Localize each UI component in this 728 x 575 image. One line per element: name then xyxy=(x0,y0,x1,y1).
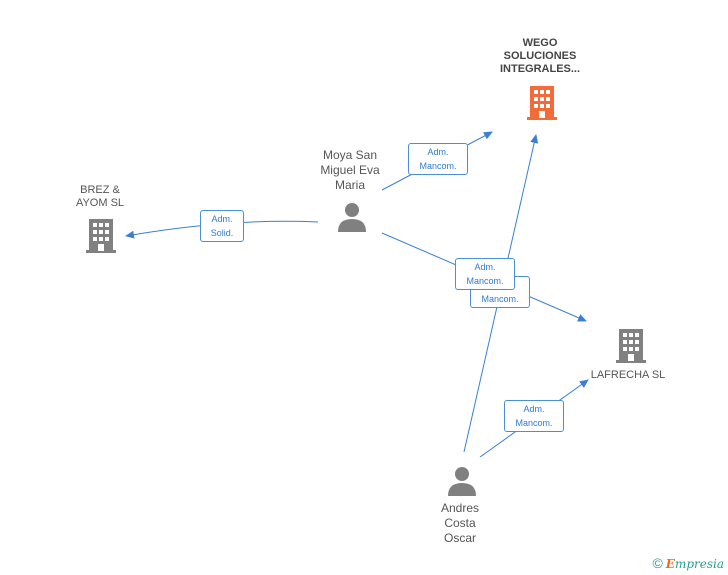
company-label-brez: BREZ & AYOM SL xyxy=(75,184,125,209)
edge-label-moya-wego[interactable]: Adm. Mancom. xyxy=(408,143,468,175)
edge-label-moya-lafrecha[interactable]: Adm. Mancom. xyxy=(455,258,515,290)
company-label-lafrecha: LAFRECHA SL xyxy=(590,369,666,381)
copyright-symbol: © xyxy=(652,555,663,571)
person-icon[interactable] xyxy=(337,202,367,232)
building-icon[interactable] xyxy=(85,219,117,253)
footer-brand: ©Empresia xyxy=(652,555,724,571)
brand-logo-initial: E xyxy=(665,557,675,571)
person-label-andres: Andres Costa Oscar xyxy=(440,501,480,545)
person-label-moya: Moya San Miguel Eva Maria xyxy=(320,148,380,192)
company-label-wego: WEGO SOLUCIONES INTEGRALES... xyxy=(499,37,581,75)
person-icon[interactable] xyxy=(447,466,477,496)
brand-name: mpresia xyxy=(674,557,724,571)
building-icon[interactable] xyxy=(526,86,558,120)
building-icon[interactable] xyxy=(615,329,647,363)
edge-label-moya-brez[interactable]: Adm. Solid. xyxy=(200,210,244,242)
edge-label-andres-lafrecha[interactable]: Adm. Mancom. xyxy=(504,400,564,432)
